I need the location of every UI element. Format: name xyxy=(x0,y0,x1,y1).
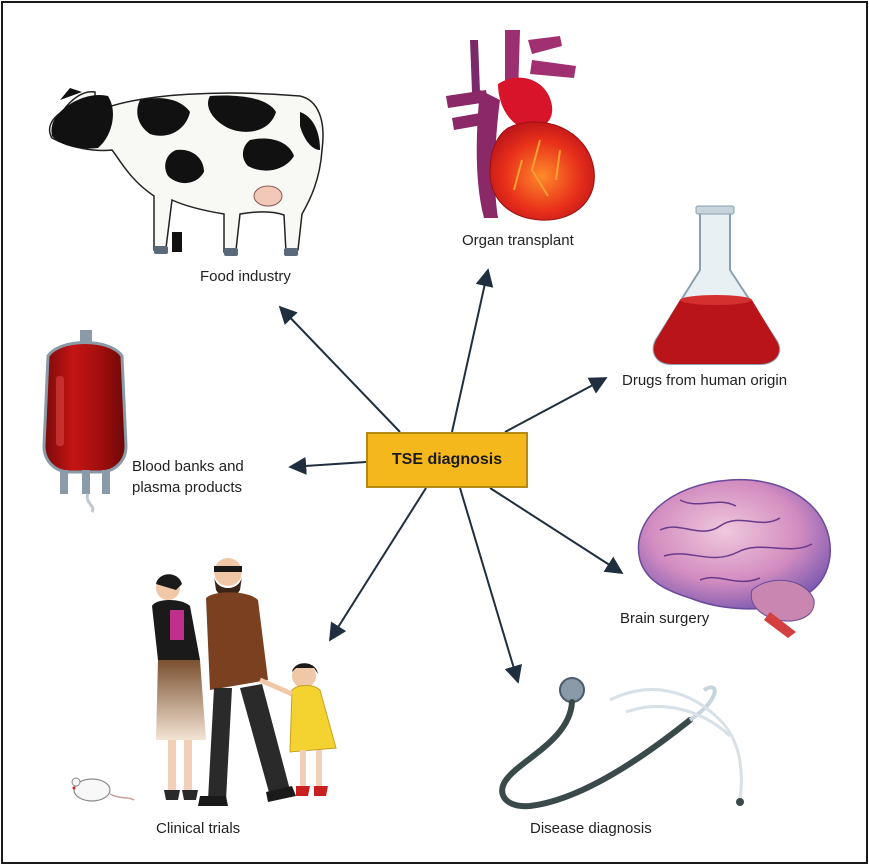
label-organ-transplant: Organ transplant xyxy=(462,232,574,249)
label-disease-diagnosis: Disease diagnosis xyxy=(530,820,652,837)
arrows xyxy=(278,268,624,684)
family-icon xyxy=(71,558,337,806)
brain-icon xyxy=(637,478,831,638)
stethoscope-icon xyxy=(499,677,744,810)
center-node: TSE diagnosis xyxy=(366,432,528,488)
label-blood-banks-line2: plasma products xyxy=(132,479,243,496)
cow-icon xyxy=(48,88,324,256)
label-drugs-human-origin: Drugs from human origin xyxy=(622,372,788,389)
arrow-to-brain xyxy=(489,487,624,574)
arrow-to-blood xyxy=(288,456,367,475)
flask-icon xyxy=(652,205,781,365)
center-node-label: TSE diagnosis xyxy=(391,451,503,468)
heart-icon xyxy=(446,30,595,221)
label-clinical-trials: Clinical trials xyxy=(156,820,241,837)
arrow-to-disease xyxy=(459,487,522,684)
blood-bag-icon xyxy=(42,330,128,513)
arrow-to-food xyxy=(278,305,401,433)
arrow-to-organ xyxy=(451,268,494,433)
label-food-industry: Food industry xyxy=(200,268,291,285)
arrow-to-drugs xyxy=(504,377,608,433)
label-blood-banks-line1: Blood banks and xyxy=(132,458,244,475)
label-brain-surgery: Brain surgery xyxy=(620,610,710,627)
arrow-to-clinical xyxy=(329,487,427,642)
